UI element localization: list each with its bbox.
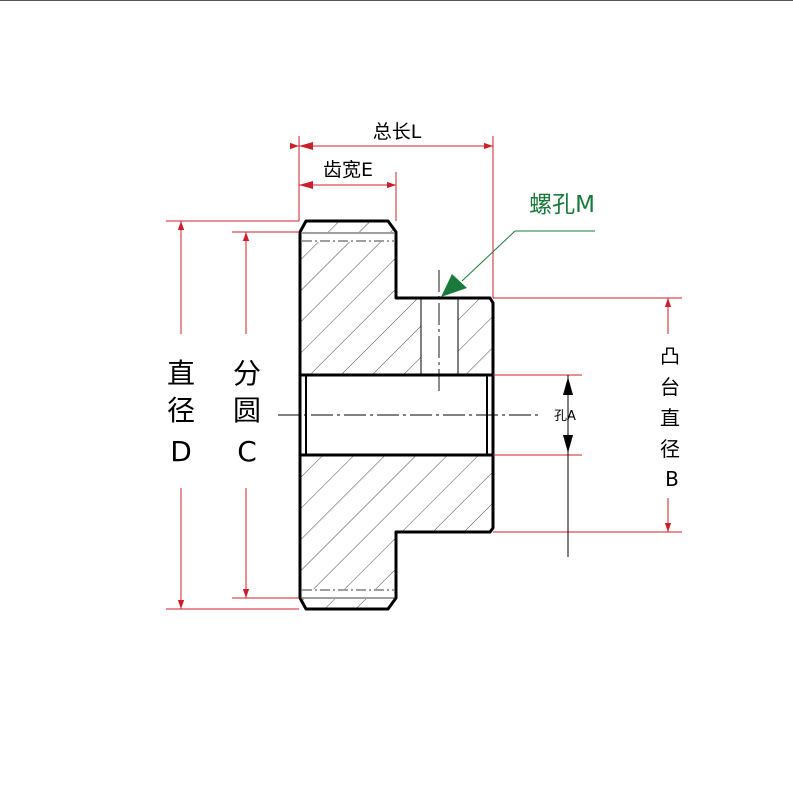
boss-char-1: 凸 xyxy=(660,344,680,368)
total-length-left-arrow xyxy=(299,142,313,150)
diameter-char-1: 直 xyxy=(167,357,195,390)
diameter-char-3: D xyxy=(170,435,192,468)
screw-hole-leader xyxy=(441,230,595,297)
bore-dimension xyxy=(563,375,573,557)
pitch-char-1: 分 xyxy=(233,357,261,390)
screw-hole-clear xyxy=(421,299,458,375)
tooth-width-label: 齿宽E xyxy=(323,159,373,181)
boss-char-2: 台 xyxy=(660,375,680,399)
diameter-char-2: 径 xyxy=(167,394,195,427)
boss-diameter-label: 凸 台 直 径 B xyxy=(660,344,680,491)
pitch-circle-label: 分 圆 C xyxy=(233,357,261,468)
total-length-label: 总长L xyxy=(373,121,422,143)
tooth-pitch-lines xyxy=(302,232,394,599)
pitch-char-3: C xyxy=(237,435,257,468)
screw-hole-lines xyxy=(420,299,459,375)
outer-profile xyxy=(298,219,495,611)
diameter-label: 直 径 D xyxy=(167,357,195,468)
dimension-lines xyxy=(166,136,682,610)
tooth-width-left-arrow xyxy=(299,181,313,189)
top-border-line xyxy=(0,0,793,1)
boss-char-3: 直 xyxy=(660,406,680,430)
boss-char-4: 径 xyxy=(660,437,680,461)
boss-char-5: B xyxy=(665,467,679,491)
bore-label: 孔A xyxy=(554,409,576,424)
screw-hole-label: 螺孔M xyxy=(529,192,595,218)
tooth-strip-bottom xyxy=(301,589,395,599)
tooth-strip-top xyxy=(301,232,395,242)
pitch-char-2: 圆 xyxy=(233,394,261,427)
centerlines xyxy=(278,270,540,416)
